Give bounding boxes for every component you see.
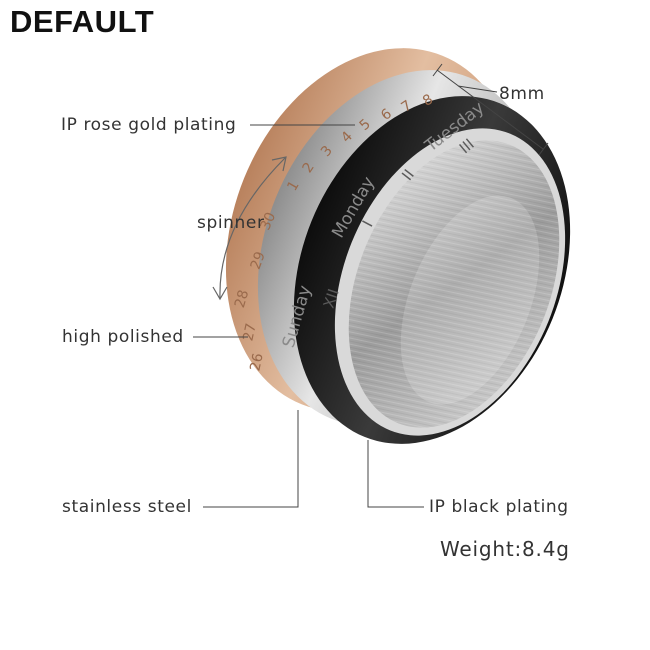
width-label: 8mm bbox=[499, 84, 545, 104]
date-number: 28 bbox=[232, 288, 252, 310]
width-dimension-line bbox=[436, 69, 544, 150]
date-number: 26 bbox=[247, 352, 266, 373]
date-number: 29 bbox=[248, 250, 269, 272]
rose-gold-label: IP rose gold plating bbox=[61, 115, 237, 135]
date-number: 30 bbox=[257, 210, 279, 233]
black-plating-label: IP black plating bbox=[429, 497, 569, 517]
roman-numeral: XII bbox=[320, 287, 343, 311]
spinner-label: spinner bbox=[197, 213, 265, 233]
steel-label: stainless steel bbox=[62, 497, 192, 517]
black-leader bbox=[367, 440, 424, 508]
weight-label: Weight:8.4g bbox=[440, 537, 570, 561]
corner-title: DEFAULT bbox=[10, 4, 155, 39]
polished-label: high polished bbox=[62, 327, 184, 347]
steel-leader bbox=[203, 410, 299, 508]
spinner-arrow-icon bbox=[219, 157, 286, 299]
